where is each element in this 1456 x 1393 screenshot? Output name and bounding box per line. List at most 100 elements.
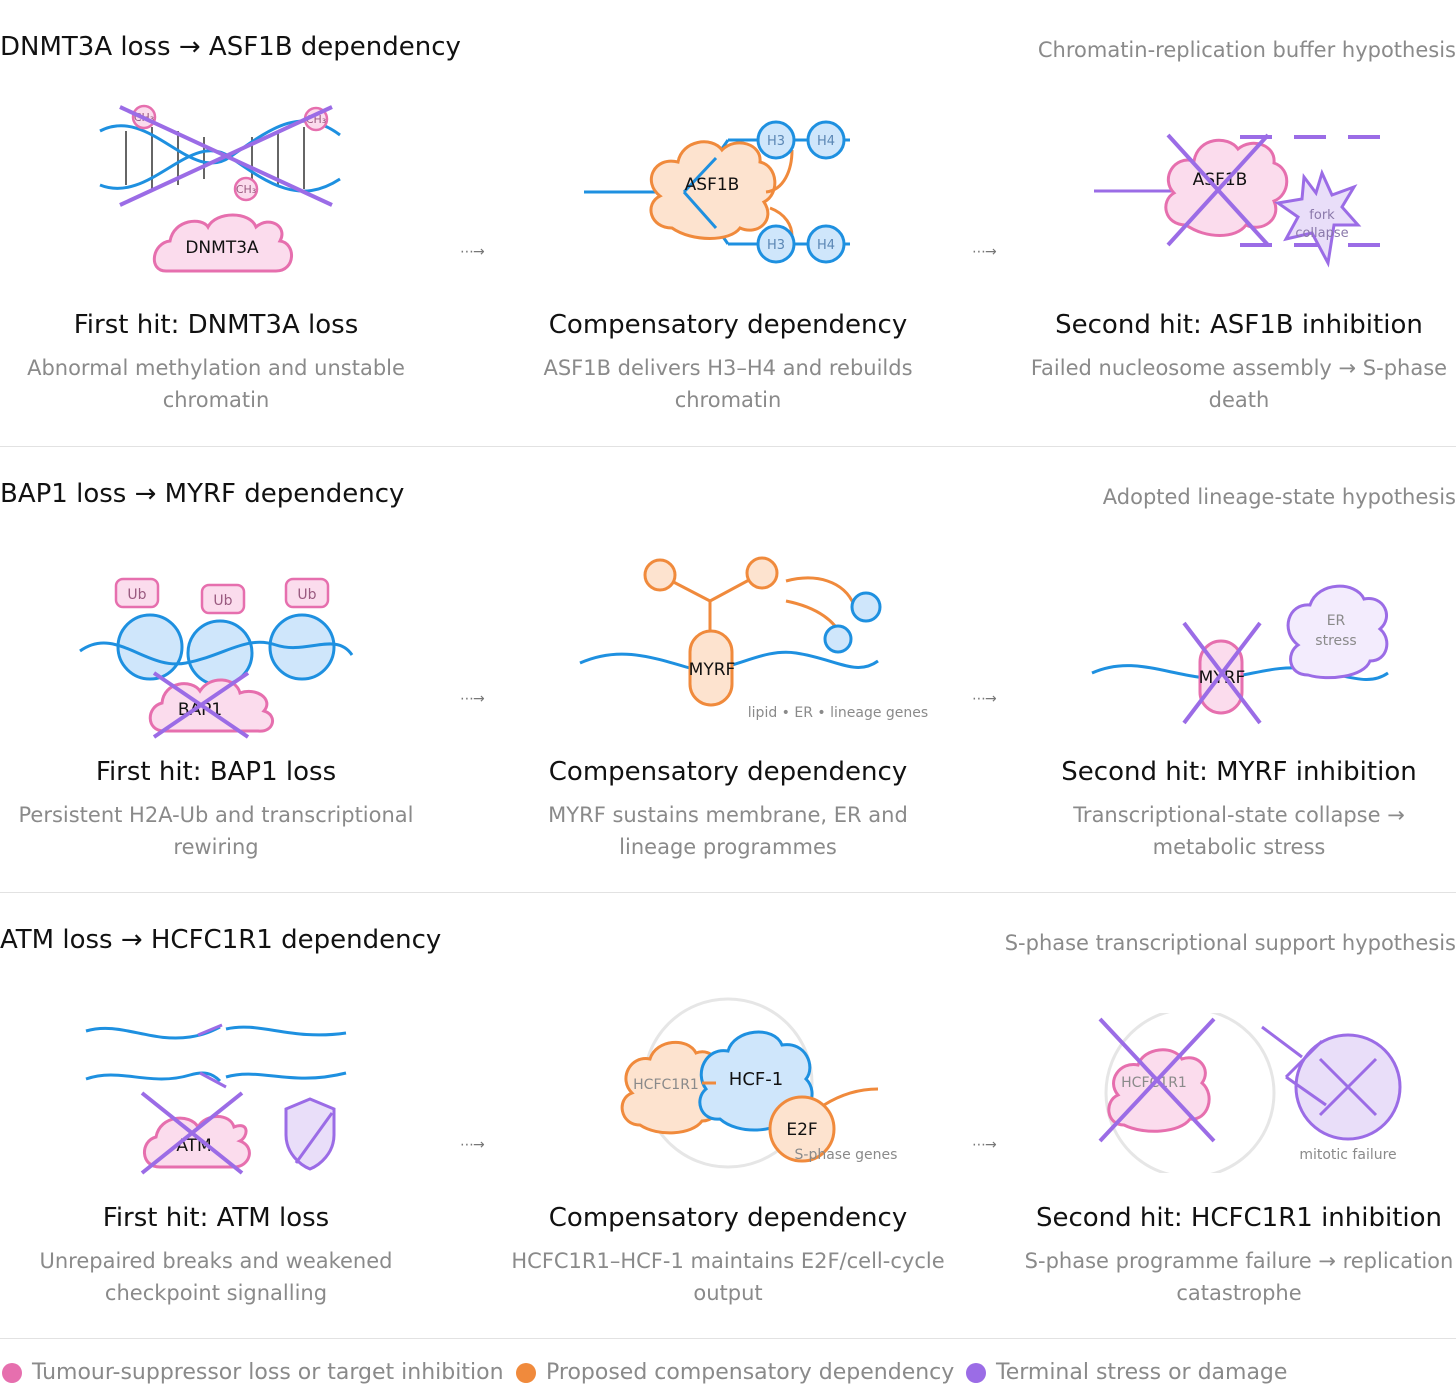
panel-desc: HCFC1R1–HCF-1 maintains E2F/cell-cycle o… bbox=[488, 1245, 968, 1309]
asf1b-protein bbox=[649, 140, 777, 240]
panel-title: Second hit: ASF1B inhibition bbox=[1055, 310, 1423, 340]
legend-label: Terminal stress or damage bbox=[996, 1360, 1288, 1385]
desc-line: MYRF sustains membrane, ER and bbox=[548, 803, 908, 827]
desc-line: chromatin bbox=[674, 388, 782, 412]
panel-title: First hit: BAP1 loss bbox=[95, 757, 337, 787]
hcfc1r1-inhibition-illustration: HCFC1R1 mitotic failure bbox=[1098, 1013, 1402, 1173]
histone-h4 bbox=[806, 120, 846, 160]
e2f-factor bbox=[768, 1095, 836, 1163]
myrf-inhibition-illustration: MYRF ER stress bbox=[1091, 584, 1389, 725]
panel-title: Second hit: HCFC1R1 inhibition bbox=[1035, 1203, 1443, 1233]
flow-arrow: ⋯→ bbox=[460, 691, 485, 707]
atm-protein bbox=[143, 1115, 251, 1169]
section-title: ATM loss → HCFC1R1 dependency bbox=[0, 925, 442, 955]
desc-line: catastrophe bbox=[1176, 1281, 1302, 1305]
ubiquitin-tag bbox=[114, 577, 160, 609]
histone-h3 bbox=[756, 224, 796, 264]
burst-label: collapse bbox=[1295, 226, 1348, 241]
checkpoint-shield-icon bbox=[284, 1097, 336, 1171]
cross-mark bbox=[152, 671, 250, 739]
protein-label: MYRF bbox=[1199, 668, 1246, 688]
desc-line: lineage programmes bbox=[619, 835, 837, 859]
hcfc1r1-protein bbox=[620, 1040, 724, 1135]
ub-label: Ub bbox=[213, 593, 232, 609]
dnmt3a-loss-illustration: CH₃ CH₃ CH₃ DNMT3A bbox=[99, 104, 341, 273]
fork-collapse-burst bbox=[1274, 168, 1362, 268]
ub-label: Ub bbox=[297, 587, 316, 603]
er-stress-cloud bbox=[1286, 584, 1389, 680]
section-divider bbox=[0, 892, 1456, 893]
panel-title: First hit: DNMT3A loss bbox=[73, 310, 359, 340]
genes-label: lipid • ER • lineage genes bbox=[748, 705, 928, 721]
flow-arrow: ⋯→ bbox=[460, 1137, 485, 1153]
section-title: BAP1 loss → MYRF dependency bbox=[0, 479, 405, 509]
flow-arrow: ⋯→ bbox=[460, 244, 485, 260]
panel-desc: ASF1B delivers H3–H4 and rebuilds chroma… bbox=[488, 352, 968, 416]
panel-desc: Persistent H2A-Ub and transcriptional re… bbox=[0, 799, 456, 863]
section-hypothesis: Adopted lineage-state hypothesis bbox=[1102, 485, 1456, 509]
cross-mark bbox=[1098, 1017, 1216, 1143]
myrf-domain bbox=[745, 556, 779, 590]
atm-loss-illustration: ATM bbox=[85, 1023, 347, 1175]
desc-line: Abnormal methylation and unstable bbox=[27, 356, 405, 380]
ubiquitin-tag bbox=[284, 577, 330, 609]
nucleosome bbox=[116, 613, 184, 681]
desc-line: rewiring bbox=[173, 835, 259, 859]
histone-h4 bbox=[806, 224, 846, 264]
histone-label: H3 bbox=[767, 238, 785, 253]
panel-desc: MYRF sustains membrane, ER and lineage p… bbox=[488, 799, 968, 863]
tf-label: E2F bbox=[786, 1120, 817, 1140]
desc-line: Unrepaired breaks and weakened bbox=[39, 1249, 393, 1273]
burst-label: fork bbox=[1309, 208, 1335, 223]
ubiquitin-tag bbox=[200, 583, 246, 615]
protein-label: HCFC1R1 bbox=[633, 1077, 699, 1093]
histone-label: H4 bbox=[817, 238, 835, 253]
panel-desc: Failed nucleosome assembly → S-phase dea… bbox=[999, 352, 1456, 416]
panel-title: Compensatory dependency bbox=[548, 757, 908, 787]
protein-label: MYRF bbox=[689, 660, 736, 680]
section-hypothesis: Chromatin-replication buffer hypothesis bbox=[1037, 38, 1456, 62]
panel-desc: Transcriptional-state collapse → metabol… bbox=[999, 799, 1456, 863]
legend-label: Tumour-suppressor loss or target inhibit… bbox=[32, 1360, 504, 1385]
desc-line: metabolic stress bbox=[1152, 835, 1326, 859]
legend-item-loss: Tumour-suppressor loss or target inhibit… bbox=[2, 1360, 504, 1385]
section-bap1: BAP1 loss → MYRF dependency Adopted line… bbox=[0, 447, 1456, 893]
cross-mark bbox=[140, 1091, 244, 1175]
cross-mark bbox=[1182, 621, 1262, 725]
cross-mark bbox=[1166, 133, 1270, 247]
ub-label: Ub bbox=[127, 587, 146, 603]
panel-title: First hit: ATM loss bbox=[102, 1203, 330, 1233]
section-dnmt3a: DNMT3A loss → ASF1B dependency Chromatin… bbox=[0, 0, 1456, 446]
asf1b-inhibition-illustration: ASF1B fork collapse bbox=[1094, 133, 1380, 268]
histone-h3 bbox=[756, 120, 796, 160]
desc-line: Transcriptional-state collapse → bbox=[1073, 803, 1405, 827]
desc-line: HCFC1R1–HCF-1 maintains E2F/cell-cycle bbox=[511, 1249, 945, 1273]
desc-line: death bbox=[1208, 388, 1270, 412]
section-title: DNMT3A loss → ASF1B dependency bbox=[0, 32, 461, 62]
histone-label: H3 bbox=[767, 134, 785, 149]
legend-item-stress: Terminal stress or damage bbox=[966, 1360, 1287, 1385]
section-hypothesis: S-phase transcriptional support hypothes… bbox=[1004, 931, 1456, 955]
cross-mark bbox=[119, 105, 333, 207]
legend-item-dependency: Proposed compensatory dependency bbox=[516, 1360, 954, 1385]
panel-title: Compensatory dependency bbox=[548, 1203, 908, 1233]
myrf-dependency-illustration: MYRF lipid • ER • lineage genes bbox=[579, 556, 928, 721]
panel-desc: S-phase programme failure → replication … bbox=[999, 1245, 1456, 1309]
dnmt3a-protein bbox=[152, 213, 293, 273]
desc-line: Failed nucleosome assembly → S-phase bbox=[1030, 356, 1448, 380]
target-gene bbox=[850, 591, 882, 623]
orange-dot-icon bbox=[516, 1362, 536, 1383]
desc-line: S-phase programme failure → replication bbox=[1024, 1249, 1454, 1273]
asf1b-dependency-illustration: H3 H4 H3 H4 ASF1B bbox=[584, 120, 850, 264]
stress-label: stress bbox=[1315, 633, 1356, 649]
section-divider bbox=[0, 1338, 1456, 1339]
bap1-loss-illustration: Ub Ub Ub BAP1 bbox=[79, 577, 354, 739]
panel-title: Compensatory dependency bbox=[548, 310, 908, 340]
desc-line: ASF1B delivers H3–H4 and rebuilds bbox=[543, 356, 913, 380]
target-gene bbox=[823, 624, 853, 654]
pink-dot-icon bbox=[2, 1362, 22, 1383]
myrf-domain bbox=[643, 558, 677, 592]
hcfc1r1-dependency-illustration: HCFC1R1 HCF-1 E2F S-phase genes bbox=[620, 997, 897, 1169]
purple-dot-icon bbox=[966, 1362, 986, 1383]
histone-label: H4 bbox=[817, 134, 835, 149]
